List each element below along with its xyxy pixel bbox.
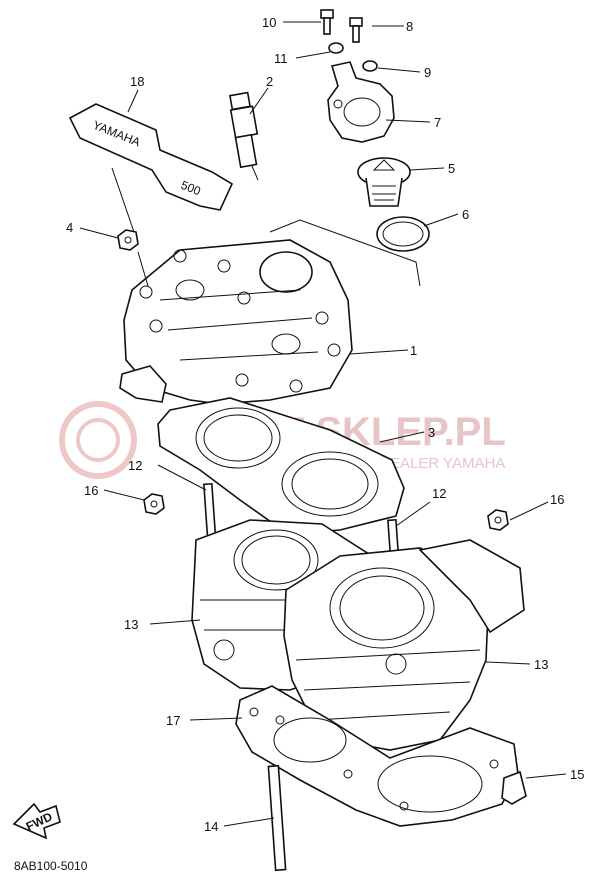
callout-14: 14: [204, 819, 218, 834]
bolt-8-part: [349, 17, 363, 43]
callout-2: 2: [266, 74, 273, 89]
callout-18: 18: [130, 74, 144, 89]
base-gasket-part: [235, 685, 519, 827]
cylinder-head-part: [119, 239, 353, 405]
callout-8: 8: [406, 19, 413, 34]
callout-7: 7: [434, 115, 441, 130]
thermostat-cover-part: [327, 61, 395, 143]
cap-15-part: [501, 770, 527, 805]
nut-4-part: [117, 229, 139, 251]
washer-11-part: [328, 42, 344, 54]
callouts: 10 8 11 9 7 5 6 2 18 4 1 3 12 16 12 16 1…: [66, 15, 584, 834]
watermark-logo-icon: [59, 401, 137, 479]
callout-13-left: 13: [124, 617, 138, 632]
spark-plug-part: [228, 91, 259, 181]
forward-arrow-icon: FWD: [12, 802, 61, 840]
callout-6: 6: [462, 207, 469, 222]
callout-9: 9: [424, 65, 431, 80]
nut-16-left-part: [143, 493, 165, 515]
callout-17: 17: [166, 713, 180, 728]
callout-12-left: 12: [128, 458, 142, 473]
cylinder-right-part: [283, 539, 525, 751]
o-ring-part: [376, 216, 430, 252]
thermostat-part: [357, 157, 411, 207]
callout-15: 15: [570, 767, 584, 782]
callout-11: 11: [274, 51, 288, 66]
callout-13-right: 13: [534, 657, 548, 672]
head-gasket-part: [157, 397, 405, 535]
diagram-code: 8AB100-5010: [14, 859, 88, 873]
callout-1: 1: [410, 343, 417, 358]
callout-4: 4: [66, 220, 73, 235]
callout-3: 3: [428, 425, 435, 440]
callout-12-right: 12: [432, 486, 446, 501]
washer-9-part: [362, 60, 378, 72]
emblem-plate-part: YAMAHA 500: [68, 103, 234, 211]
nut-16-right-part: [487, 509, 509, 531]
callout-5: 5: [448, 161, 455, 176]
callout-16-right: 16: [550, 492, 564, 507]
leader-lines: [79, 21, 567, 827]
bolt-10-part: [320, 9, 334, 35]
callout-16-left: 16: [84, 483, 98, 498]
callout-10: 10: [262, 15, 276, 30]
